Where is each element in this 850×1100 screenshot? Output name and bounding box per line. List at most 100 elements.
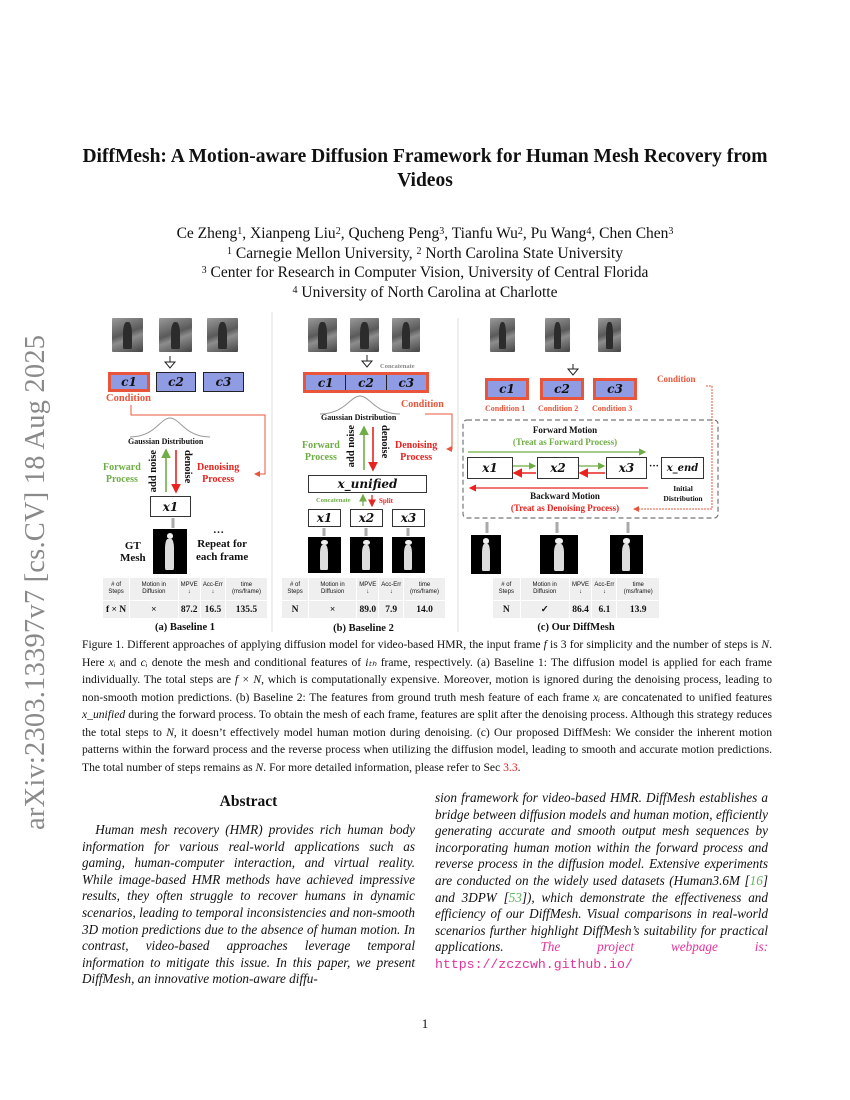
table-cell: 135.5 [224, 600, 269, 619]
condition-label: Condition [657, 374, 696, 384]
table-cell: ✓ [519, 600, 570, 619]
citation-link[interactable]: 16 [749, 872, 763, 888]
figure-caption: Figure 1. Different approaches of applyi… [82, 636, 772, 776]
condition-label: Condition [106, 393, 151, 404]
caption-text: , it doesn’t effectively model human mot… [82, 725, 772, 774]
caption-text: is 3 for simplicity and the number of st… [546, 638, 762, 651]
affiliation-mark: 4 [586, 226, 592, 237]
affiliation-mark: 3 [439, 226, 445, 237]
subfigure-caption: (b) Baseline 2 [333, 623, 394, 634]
math-symbol: N [255, 760, 264, 774]
table-header: # of Steps [280, 577, 310, 601]
condition-box: c3 [593, 378, 637, 400]
video-frame-image [598, 318, 621, 352]
video-frame-image [350, 318, 379, 352]
denoise-label: denoise [182, 450, 193, 484]
table-header: time (ms/frame) [616, 577, 660, 601]
condition-box: c3 [203, 372, 244, 392]
condition-label: Condition 2 [538, 404, 579, 413]
affiliation-mark: 1 [227, 246, 232, 257]
table-cell: 14.0 [403, 600, 446, 619]
math-symbol: xᵢ [108, 655, 116, 669]
mesh-feature-box: x3 [392, 509, 425, 527]
condition-box: c1 [108, 372, 150, 392]
citation-link[interactable]: 53 [508, 889, 522, 905]
gaussian-label: Gaussian Distribution [128, 437, 204, 446]
down-arrow-icon [163, 356, 177, 369]
mesh-image [308, 537, 341, 573]
page-number: 1 [421, 1016, 429, 1031]
section-link[interactable]: 3.3 [503, 760, 518, 774]
table-header: # of Steps [101, 577, 131, 601]
table-cell: 7.9 [378, 600, 405, 619]
affiliation-text: Carnegie Mellon University, [232, 245, 417, 262]
video-frame-image [308, 318, 337, 352]
table-cell: N [280, 600, 310, 619]
affiliation-mark: 3 [201, 265, 207, 276]
table-header: Motion in Diffusion [308, 577, 358, 601]
project-webpage-link[interactable]: https://zczcwh.github.io/ [435, 956, 633, 972]
unified-feature-box: x_unified [308, 475, 427, 493]
table-header: Acc-Err ↓ [591, 577, 618, 601]
gaussian-curve [319, 395, 401, 415]
author-list: Ce Zheng1, Xianpeng Liu2, Qucheng Peng3,… [176, 225, 674, 242]
author-name: Tianfu Wu [451, 225, 518, 242]
table-cell: N [492, 600, 521, 619]
caption-text: . [517, 760, 521, 774]
mesh-feature-box: x1 [150, 496, 191, 517]
ellipsis: ··· [649, 461, 660, 472]
caption-text: are concatenated to unified features [600, 690, 772, 704]
mesh-image [540, 535, 578, 574]
paper-title: DiffMesh: A Motion-aware Diffusion Frame… [82, 146, 768, 191]
table-header: # of Steps [492, 577, 521, 601]
down-arrow-icon [566, 364, 580, 376]
video-frame-image [392, 318, 420, 352]
affiliation-line: 3 Center for Research in Computer Vision… [80, 263, 770, 282]
caption-text: Figure 1. Different approaches of applyi… [82, 638, 544, 651]
mesh-feature-box: x2 [350, 509, 383, 527]
end-feature-box: x_end [661, 457, 704, 479]
add-noise-label: add noise [148, 450, 159, 493]
condition-label: Condition 1 [485, 404, 526, 413]
table-cell: 87.2 [177, 600, 201, 619]
condition-arrow [130, 405, 266, 477]
backward-motion-label: Backward Motion [530, 491, 600, 501]
affiliation-mark: 4 [292, 285, 298, 296]
table-cell: 13.9 [616, 600, 660, 619]
gaussian-label: Gaussian Distribution [321, 413, 397, 422]
condition-box: c1 [485, 378, 529, 400]
affiliation-mark: 2 [335, 226, 341, 237]
condition-box: c2 [540, 378, 584, 400]
video-frame-image [207, 318, 238, 352]
affiliation-text: University of North Carolina at Charlott… [297, 284, 558, 301]
affiliation-line: 1 Carnegie Mellon University, 2 North Ca… [80, 244, 770, 263]
gaussian-curve [129, 417, 211, 438]
mesh-feature-box: x3 [606, 457, 647, 479]
author-name: Xianpeng Liu [250, 225, 336, 242]
concatenate-label: Concatenate [316, 497, 351, 504]
math-symbol: f [543, 638, 547, 651]
denoise-label: denoise [379, 425, 390, 459]
video-frame-image [112, 318, 143, 352]
add-noise-label: add noise [346, 425, 357, 468]
video-frame-image [159, 318, 192, 352]
table-header: MPVE ↓ [356, 577, 380, 601]
mesh-image [392, 537, 425, 573]
table-header: Motion in Diffusion [519, 577, 570, 601]
caption-text: frame, respectively. (a) Baseline 1: The… [82, 655, 772, 687]
affiliation-mark: 2 [517, 226, 523, 237]
table-header: time (ms/frame) [403, 577, 446, 601]
gt-mesh-image [153, 529, 187, 574]
author-name: Pu Wang [530, 225, 587, 242]
math-symbol: cᵢ [140, 655, 148, 669]
ellipsis: … [213, 524, 224, 536]
abstract-left-column: Human mesh recovery (HMR) provides rich … [82, 822, 415, 987]
affiliation-mark: 2 [416, 246, 422, 257]
math-symbol: N [761, 638, 770, 651]
